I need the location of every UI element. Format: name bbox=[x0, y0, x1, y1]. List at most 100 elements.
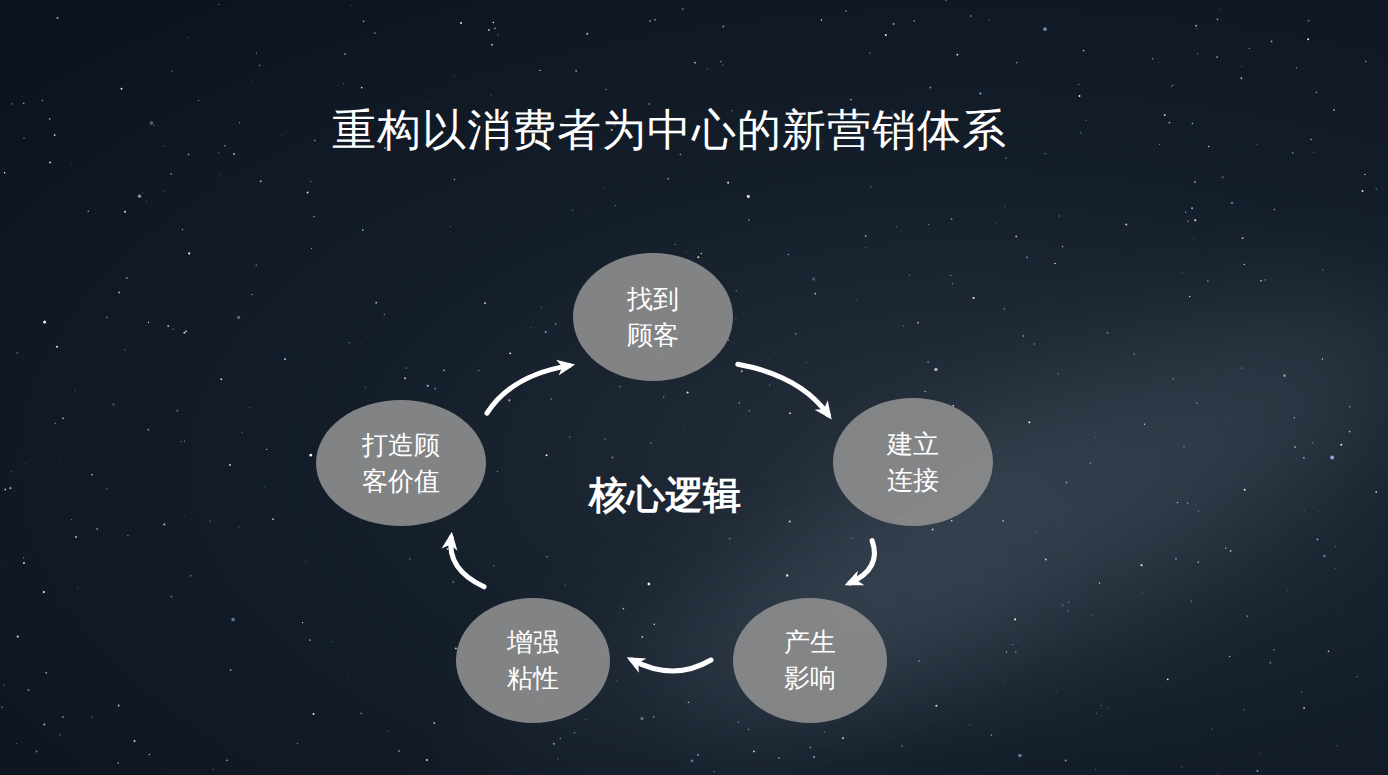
star bbox=[1318, 510, 1320, 512]
star bbox=[995, 222, 996, 223]
star bbox=[350, 5, 351, 6]
star bbox=[297, 743, 298, 744]
star bbox=[1058, 215, 1060, 217]
star bbox=[1375, 491, 1377, 493]
star bbox=[1067, 610, 1069, 612]
star bbox=[1091, 614, 1093, 616]
star bbox=[44, 413, 46, 415]
star bbox=[183, 332, 185, 334]
star bbox=[648, 583, 651, 586]
star bbox=[75, 536, 77, 538]
star bbox=[1035, 531, 1037, 533]
star bbox=[342, 83, 344, 85]
step-ellipse: 建立 连接 bbox=[833, 398, 993, 526]
star bbox=[572, 210, 573, 211]
star bbox=[118, 292, 120, 294]
star bbox=[398, 750, 400, 752]
star bbox=[697, 754, 699, 756]
star bbox=[454, 179, 455, 180]
star bbox=[1335, 568, 1336, 569]
star bbox=[545, 331, 547, 333]
star bbox=[1301, 692, 1302, 693]
star bbox=[91, 474, 93, 476]
star bbox=[1018, 754, 1022, 758]
star bbox=[1244, 264, 1246, 266]
star bbox=[1265, 279, 1266, 280]
star bbox=[1, 706, 3, 708]
star bbox=[226, 759, 228, 761]
ellipse-shape bbox=[733, 598, 887, 723]
star bbox=[951, 218, 953, 220]
star bbox=[54, 134, 56, 136]
star bbox=[249, 407, 250, 408]
star bbox=[1014, 618, 1016, 620]
star bbox=[560, 738, 561, 739]
star bbox=[722, 25, 724, 27]
text-wrap: 增强 粘性 bbox=[505, 624, 561, 696]
star bbox=[1271, 41, 1273, 43]
cycle-arrow bbox=[487, 366, 569, 414]
star bbox=[63, 604, 65, 606]
star bbox=[184, 441, 185, 442]
star bbox=[870, 186, 872, 188]
star bbox=[1231, 202, 1233, 204]
star bbox=[1125, 223, 1127, 225]
star bbox=[188, 252, 190, 254]
star bbox=[682, 8, 684, 10]
star bbox=[314, 140, 316, 142]
star bbox=[406, 367, 407, 368]
star bbox=[2, 563, 3, 564]
star bbox=[218, 4, 219, 5]
star bbox=[188, 154, 190, 156]
star bbox=[1023, 335, 1024, 336]
star bbox=[557, 758, 558, 759]
star bbox=[694, 62, 696, 64]
star bbox=[1356, 676, 1357, 677]
star bbox=[934, 368, 938, 372]
star bbox=[1303, 707, 1305, 709]
star bbox=[28, 689, 30, 691]
step-text: 产生 影响 bbox=[782, 624, 838, 696]
star bbox=[1328, 650, 1330, 652]
star bbox=[1294, 446, 1296, 448]
star bbox=[237, 316, 240, 319]
star bbox=[224, 145, 226, 147]
star bbox=[553, 16, 555, 18]
star bbox=[41, 296, 43, 298]
star bbox=[1194, 181, 1196, 183]
star bbox=[433, 722, 435, 724]
star bbox=[443, 369, 444, 370]
star bbox=[49, 118, 51, 120]
cycle-arrow bbox=[738, 364, 828, 414]
star bbox=[149, 754, 150, 755]
ellipse-fill bbox=[573, 253, 733, 381]
star bbox=[1183, 446, 1184, 447]
star bbox=[813, 756, 815, 758]
star bbox=[812, 277, 816, 281]
star bbox=[305, 561, 307, 563]
star bbox=[167, 325, 169, 327]
star bbox=[311, 248, 312, 249]
star bbox=[574, 732, 576, 734]
star bbox=[1333, 109, 1335, 111]
star bbox=[748, 729, 749, 730]
star bbox=[309, 454, 312, 457]
star bbox=[3, 684, 4, 685]
star bbox=[713, 771, 714, 772]
star bbox=[688, 702, 689, 703]
star bbox=[917, 322, 919, 324]
star bbox=[1294, 417, 1295, 418]
star bbox=[1101, 705, 1102, 706]
star bbox=[291, 566, 293, 568]
star bbox=[493, 22, 494, 23]
star bbox=[1152, 58, 1153, 59]
star bbox=[950, 275, 951, 276]
star bbox=[147, 429, 149, 431]
star bbox=[1099, 582, 1100, 583]
star bbox=[251, 81, 252, 82]
star bbox=[1367, 568, 1369, 570]
star bbox=[187, 37, 188, 38]
text-wrap: 打造顾 客价值 bbox=[360, 427, 442, 499]
star bbox=[359, 343, 361, 345]
star bbox=[281, 134, 283, 136]
